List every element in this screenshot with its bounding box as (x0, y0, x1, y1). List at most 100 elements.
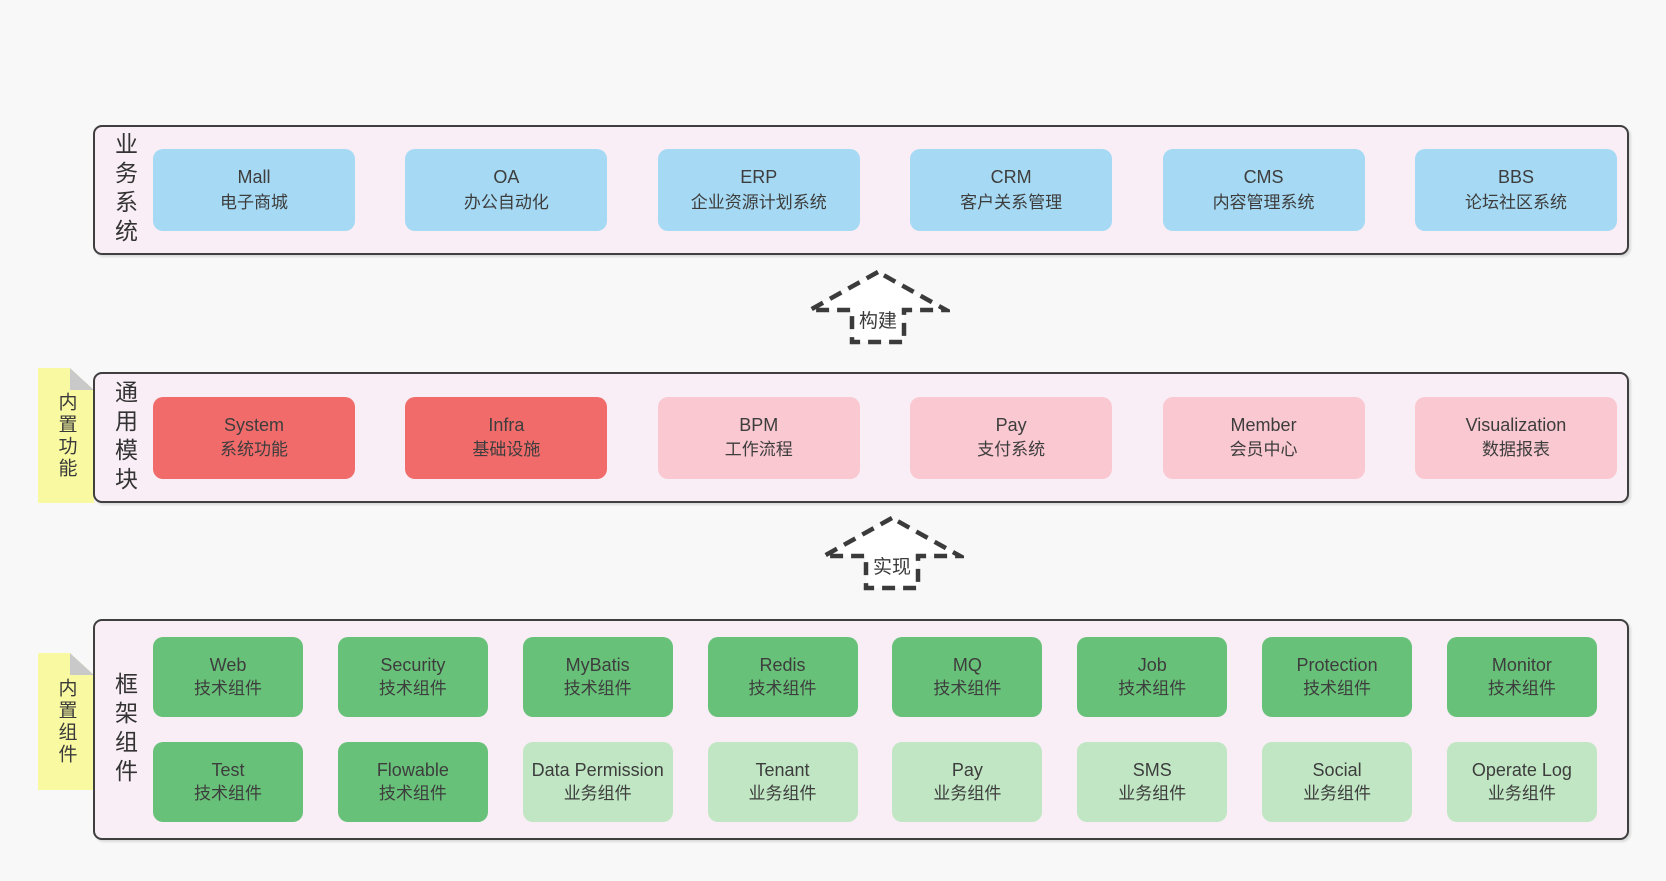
layer-label-text: 通用模块 (111, 379, 138, 496)
box-title: Job (1137, 655, 1167, 676)
box-title: System (223, 414, 284, 435)
sticky-note-builtin-components: 内置组件 (38, 653, 94, 790)
box-bbs: BBS 论坛社区系统 (1414, 149, 1617, 231)
box-subtitle: 业务组件 (563, 783, 632, 803)
box-title: Operate Log (1471, 760, 1572, 781)
box-subtitle: 技术组件 (378, 783, 447, 803)
box-title: Protection (1296, 655, 1378, 676)
up-arrow-implement: 实现 (820, 514, 964, 592)
box-subtitle: 论坛社区系统 (1464, 192, 1567, 212)
box-cms: CMS 内容管理系统 (1162, 149, 1365, 231)
layer-label: 通用模块 (95, 374, 153, 501)
box-subtitle: 业务组件 (1487, 783, 1556, 803)
box-subtitle: 技术组件 (194, 678, 262, 698)
box-subtitle: 技术组件 (1303, 678, 1372, 698)
box-title: BBS (1497, 167, 1534, 188)
arrow-label: 构建 (856, 306, 900, 333)
box-title: Security (380, 655, 446, 676)
box-subtitle: 客户关系管理 (960, 192, 1063, 212)
box-title: Web (209, 655, 247, 676)
box-subtitle: 企业资源计划系统 (690, 192, 827, 212)
box-subtitle: 技术组件 (933, 678, 1002, 698)
layer-label: 框架组件 (95, 621, 153, 838)
sticky-fold-corner (70, 368, 94, 390)
box-subtitle: 支付系统 (977, 440, 1046, 460)
box-subtitle: 技术组件 (1118, 678, 1187, 698)
box-system: System 系统功能 (153, 396, 355, 479)
box-title: Monitor (1491, 655, 1552, 676)
box-erp: ERP 企业资源计划系统 (657, 149, 860, 231)
box-title: MQ (952, 655, 982, 676)
box-title: OA (493, 167, 520, 188)
box-subtitle: 办公自动化 (463, 192, 549, 212)
box-subtitle: 数据报表 (1481, 440, 1550, 460)
box-subtitle: 业务组件 (933, 783, 1002, 803)
box-crm: CRM 客户关系管理 (910, 149, 1113, 231)
box-title: Test (211, 760, 245, 781)
box-subtitle: 系统功能 (220, 440, 288, 460)
box-subtitle: 电子商城 (220, 192, 288, 212)
up-arrow-build: 构建 (806, 268, 950, 346)
box-subtitle: 业务组件 (748, 783, 817, 803)
layer-label-text: 业务系统 (111, 132, 138, 248)
box-title: Pay (995, 414, 1027, 435)
box-subtitle: 技术组件 (378, 678, 447, 698)
sticky-note-builtin-features: 内置功能 (38, 368, 94, 503)
box-title: Tenant (755, 760, 810, 781)
box-subtitle: 技术组件 (748, 678, 817, 698)
box-title: CMS (1243, 167, 1284, 188)
box-title: SMS (1132, 760, 1172, 781)
box-pay: Pay 支付系统 (910, 396, 1113, 479)
box-title: Social (1312, 760, 1362, 781)
box-title: MyBatis (565, 655, 630, 676)
box-subtitle: 基础设施 (472, 440, 541, 460)
box-subtitle: 技术组件 (194, 783, 262, 803)
box-subtitle: 内容管理系统 (1212, 192, 1315, 212)
box-title: BPM (739, 414, 779, 435)
box-subtitle: 业务组件 (1303, 783, 1372, 803)
box-title: Data Permission (531, 760, 664, 781)
box-title: Pay (951, 760, 983, 781)
box-title: Redis (759, 655, 806, 676)
box-visualization: Visualization 数据报表 (1414, 396, 1617, 479)
box-title: Visualization (1465, 414, 1567, 435)
box-title: ERP (740, 167, 778, 188)
box-oa: OA 办公自动化 (405, 149, 608, 231)
box-title: CRM (990, 167, 1032, 188)
box-subtitle: 工作流程 (724, 440, 793, 460)
sticky-note-label: 内置功能 (55, 391, 77, 480)
layer-label: 业务系统 (95, 127, 153, 253)
box-bpm: BPM 工作流程 (657, 396, 860, 479)
box-subtitle: 技术组件 (563, 678, 632, 698)
layer-label-text: 框架组件 (111, 671, 138, 788)
box-title: Flowable (376, 760, 449, 781)
box-subtitle: 技术组件 (1487, 678, 1556, 698)
